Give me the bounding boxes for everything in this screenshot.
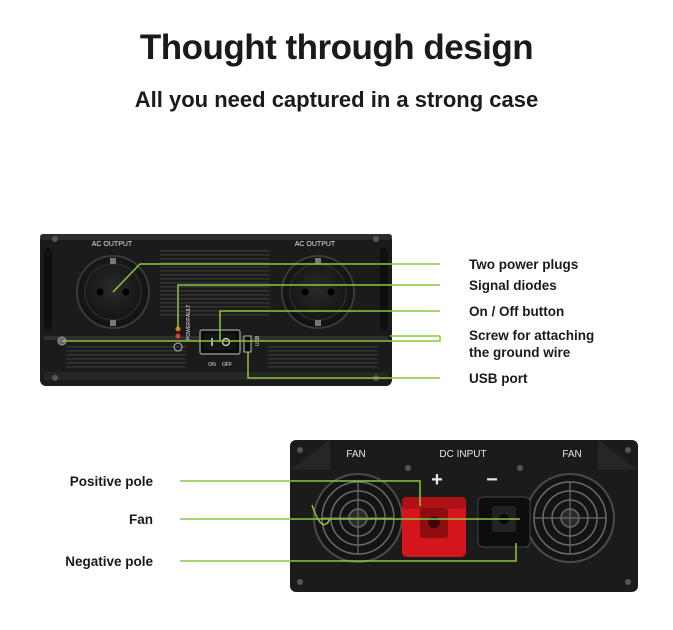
screw-icon: [52, 236, 58, 242]
ac-output-label-right: AC OUTPUT: [295, 241, 336, 248]
minus-sign: −: [486, 469, 498, 491]
screw-icon: [52, 375, 58, 381]
front-panel: AC OUTPUT AC OUTPUT POWER/FAULT: [40, 234, 392, 386]
ac-socket-right-icon: [281, 255, 355, 329]
fan-left-icon: [313, 473, 403, 563]
callout-negative-pole: Negative pole: [65, 554, 153, 569]
ac-output-label-left: AC OUTPUT: [92, 241, 133, 248]
page-title: Thought through design: [139, 28, 534, 67]
signal-diode-icon: [175, 333, 181, 339]
usb-port-icon: [243, 335, 252, 353]
power-fault-text: POWER/FAULT: [186, 305, 192, 340]
plus-sign: +: [431, 469, 443, 491]
fan-label-right: FAN: [562, 449, 581, 460]
callout-usb-port: USB port: [469, 371, 528, 386]
fan-right-icon: [525, 473, 615, 563]
callout-on-off-button: On / Off button: [469, 304, 565, 319]
page-subtitle: All you need captured in a strong case: [134, 87, 539, 112]
callout-ground-screw-line2: the ground wire: [469, 345, 571, 360]
callout-signal-diodes: Signal diodes: [469, 278, 557, 293]
front-callout-lines: [62, 263, 441, 379]
rear-panel: FAN FAN DC INPUT +: [290, 440, 638, 592]
switch-off-text: OFF: [222, 362, 232, 368]
front-lower-vent-right: [268, 346, 378, 368]
callout-positive-pole: Positive pole: [69, 474, 153, 489]
front-lower-vent-left: [66, 346, 186, 368]
negative-terminal-icon: [477, 496, 531, 548]
fan-label-left: FAN: [346, 449, 365, 460]
rear-callout-lines: [180, 480, 520, 562]
positive-terminal-icon: [402, 497, 466, 557]
callout-fan: Fan: [128, 512, 153, 527]
dc-input-label: DC INPUT: [439, 449, 486, 460]
callout-two-power-plugs: Two power plugs: [469, 257, 579, 272]
power-symbol-icon: [173, 342, 183, 352]
front-vent-grille: [160, 248, 270, 318]
switch-on-text: ON: [208, 362, 216, 368]
callout-ground-screw-line1: Screw for attaching: [469, 328, 595, 343]
screw-icon: [373, 236, 379, 242]
